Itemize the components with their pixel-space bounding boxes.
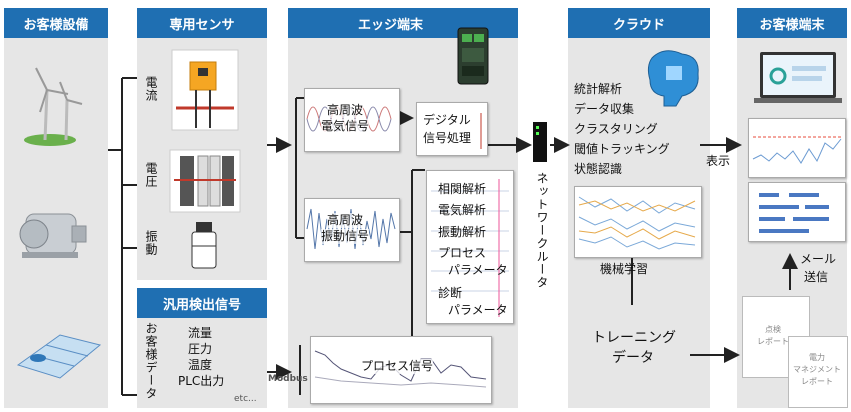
- ml-chart-plot: [578, 196, 696, 250]
- customer-data-label: お客様データ: [144, 322, 158, 400]
- dashboard-plot-1: [752, 136, 842, 164]
- header-general-signal: 汎用検出信号: [137, 288, 267, 318]
- analysis-diagnosis: 診断: [438, 286, 463, 300]
- modbus-label: Modbus: [268, 374, 308, 384]
- power-report-doc: 電力 マネジメント レポート: [788, 336, 848, 408]
- hf-vibration-line2: 振動信号: [321, 229, 370, 244]
- sensor-label-vibration: 振動: [144, 230, 158, 256]
- header-customer-equipment: お客様設備: [4, 8, 108, 38]
- cloud-feature-stats: 統計解析: [574, 82, 623, 96]
- general-item-pressure: 圧力: [188, 342, 213, 356]
- digital-line2: 信号処理: [423, 131, 472, 145]
- general-item-temperature: 温度: [188, 358, 213, 372]
- header-customer-terminal: お客様端末: [737, 8, 847, 38]
- hf-electric-line2: 電気信号: [321, 119, 370, 134]
- network-router-label: ネットワークルータ: [535, 172, 549, 289]
- general-item-flow: 流量: [188, 326, 213, 340]
- analysis-background-plot: [431, 179, 509, 317]
- general-item-plc: PLC出力: [178, 374, 225, 388]
- hf-electric-card: 高周波 電気信号: [304, 88, 400, 152]
- analysis-correlation: 相関解析: [438, 182, 487, 196]
- display-label: 表示: [706, 154, 731, 168]
- analysis-parameter-2: パラメータ: [448, 303, 508, 317]
- ml-chart-card: [574, 186, 702, 258]
- power-report-line2: マネジメント: [793, 365, 841, 374]
- sensor-label-current: 電流: [144, 76, 158, 102]
- mail-label-1: メール: [800, 252, 837, 266]
- dashboard-card-1: [748, 118, 846, 178]
- mail-label-2: 送信: [804, 270, 829, 284]
- hf-electric-line1: 高周波: [327, 103, 364, 118]
- ml-label: 機械学習: [600, 262, 649, 276]
- inspection-report-line1: 点検: [765, 325, 781, 334]
- power-report-line1: 電力: [809, 353, 825, 362]
- cloud-feature-collection: データ収集: [574, 102, 635, 116]
- cloud-feature-state: 状態認識: [574, 162, 623, 176]
- hf-vibration-card: 高周波 振動信号: [304, 198, 400, 262]
- cloud-feature-clustering: クラスタリング: [574, 122, 658, 136]
- header-dedicated-sensor: 専用センサ: [137, 8, 267, 38]
- digital-line1: デジタル: [423, 113, 471, 127]
- analysis-vibration: 振動解析: [438, 225, 487, 239]
- hf-vibration-line1: 高周波: [327, 213, 364, 228]
- header-cloud: クラウド: [568, 8, 710, 38]
- process-signal-label: プロセス信号: [361, 359, 434, 374]
- analysis-card: [426, 170, 514, 324]
- power-report-line3: レポート: [801, 377, 833, 386]
- training-line1: トレーニング: [592, 330, 676, 346]
- training-line2: データ: [612, 350, 654, 366]
- analysis-parameter-1: パラメータ: [448, 263, 508, 277]
- inspection-report-line2: レポート: [757, 337, 789, 346]
- cloud-feature-threshold: 閾値トラッキング: [574, 142, 670, 156]
- general-etc: etc...: [234, 394, 257, 404]
- dashboard-plot-2: [759, 193, 829, 233]
- analysis-electric: 電気解析: [438, 203, 487, 217]
- process-signal-card: プロセス信号: [310, 336, 492, 404]
- analysis-process: プロセス: [438, 246, 487, 260]
- dashboard-card-2: [748, 182, 846, 242]
- digital-marker: [480, 113, 482, 149]
- sensor-label-voltage: 電圧: [144, 162, 158, 188]
- digital-processing-card: デジタル 信号処理: [416, 102, 488, 156]
